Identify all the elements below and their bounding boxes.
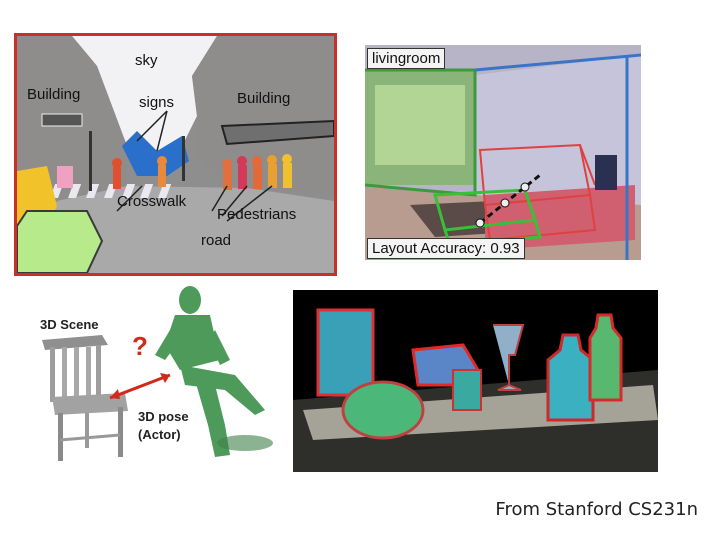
pointcloud-panel	[293, 290, 658, 472]
pose-panel: 3D Scene ? 3D pose (Actor)	[30, 285, 280, 470]
actor-shape	[155, 286, 273, 457]
relation-arrow	[109, 373, 171, 400]
chair-and-actor-illustration	[42, 286, 273, 461]
label-layout-accuracy: Layout Accuracy: 0.93	[367, 238, 525, 259]
pointcloud-objects-illustration	[293, 290, 658, 472]
label-crosswalk: Crosswalk	[117, 193, 187, 210]
layout-panel: livingroom Layout Accuracy: 0.93	[365, 45, 641, 260]
label-road: road	[201, 232, 232, 249]
label-signs: signs	[139, 94, 175, 111]
segmentation-panel: sky Building Building signs Crosswalk Pe…	[14, 33, 337, 276]
street-scene-illustration	[17, 36, 334, 273]
label-livingroom: livingroom	[367, 48, 446, 69]
source-caption: From Stanford CS231n	[495, 499, 698, 520]
label-question-mark: ?	[132, 331, 148, 361]
label-actor: (Actor)	[138, 427, 181, 442]
label-3d-scene: 3D Scene	[40, 317, 99, 332]
label-building-left: Building	[27, 86, 81, 103]
label-sky: sky	[135, 52, 158, 69]
label-building-right: Building	[237, 90, 291, 107]
living-room-illustration	[365, 45, 641, 260]
label-pedestrians: Pedestrians	[217, 206, 297, 223]
chair-shape	[42, 335, 128, 461]
label-3d-pose: 3D pose	[138, 409, 189, 424]
